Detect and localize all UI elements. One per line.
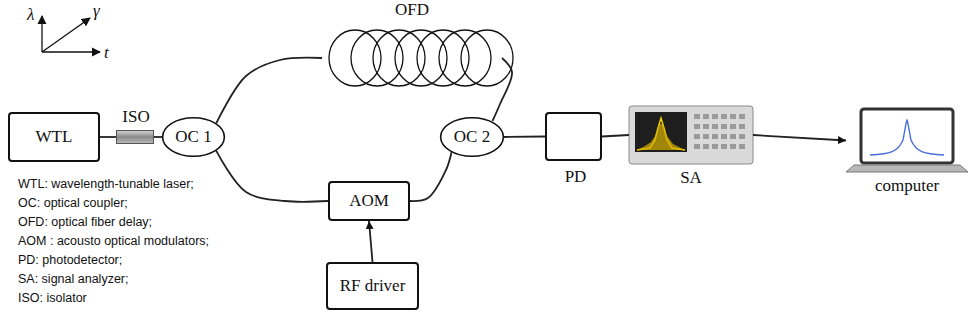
coupler-ellipse: OC 2 [440,117,504,157]
node-label: OC 1 [175,128,211,147]
axes-symbol [42,16,100,52]
node-label: SA [680,169,702,188]
fiber-connector [753,135,846,141]
abbreviation-note: ISO: isolator [18,292,87,306]
laser-box: WTL [8,112,100,162]
node-label: AOM [349,192,389,211]
photodetector-box: PD [545,112,602,161]
modulator-box: AOM [328,181,410,221]
fiber-connector [154,136,162,138]
node-label: computer [875,177,939,196]
computer: computer [846,109,968,172]
abbreviation-note: OFD: optical fiber delay; [18,216,152,230]
abbreviation-note: WTL: wavelength-tunable laser; [18,178,194,192]
signal-analyzer: SA [629,106,753,164]
axis-label: t [104,44,109,63]
laptop-computer [846,109,968,172]
fiber-coil [329,30,513,86]
axis-label: λ [27,6,34,25]
axis-label: γ [93,2,100,21]
node-label: WTL [36,128,73,147]
abbreviation-note: AOM : acousto optical modulators; [18,235,209,249]
fiber-connector [216,151,328,202]
fiber-connector [100,136,116,138]
node-label: PD [565,168,587,187]
node-label: OC 2 [454,128,490,147]
node-label: ISO [122,108,149,127]
fiber-connector [410,152,452,201]
signal-analyzer-device [629,106,753,164]
fiber-connector [492,58,512,121]
fiber-connector [216,58,322,124]
coupler-ellipse: OC 1 [162,117,225,157]
fiber-delay: OFD [322,28,502,88]
abbreviation-note: SA: signal analyzer; [18,273,128,287]
driver-box: RF driver [326,262,419,310]
fiber-connector [504,136,545,138]
node-label: RF driver [340,277,406,296]
abbreviation-note: OC: optical coupler; [18,197,128,211]
abbreviation-note: PD: photodetector; [18,254,122,268]
isolator: ISO [116,130,154,144]
node-label: OFD [395,1,429,20]
fiber-connector [369,221,373,262]
fiber-connector [602,135,629,137]
